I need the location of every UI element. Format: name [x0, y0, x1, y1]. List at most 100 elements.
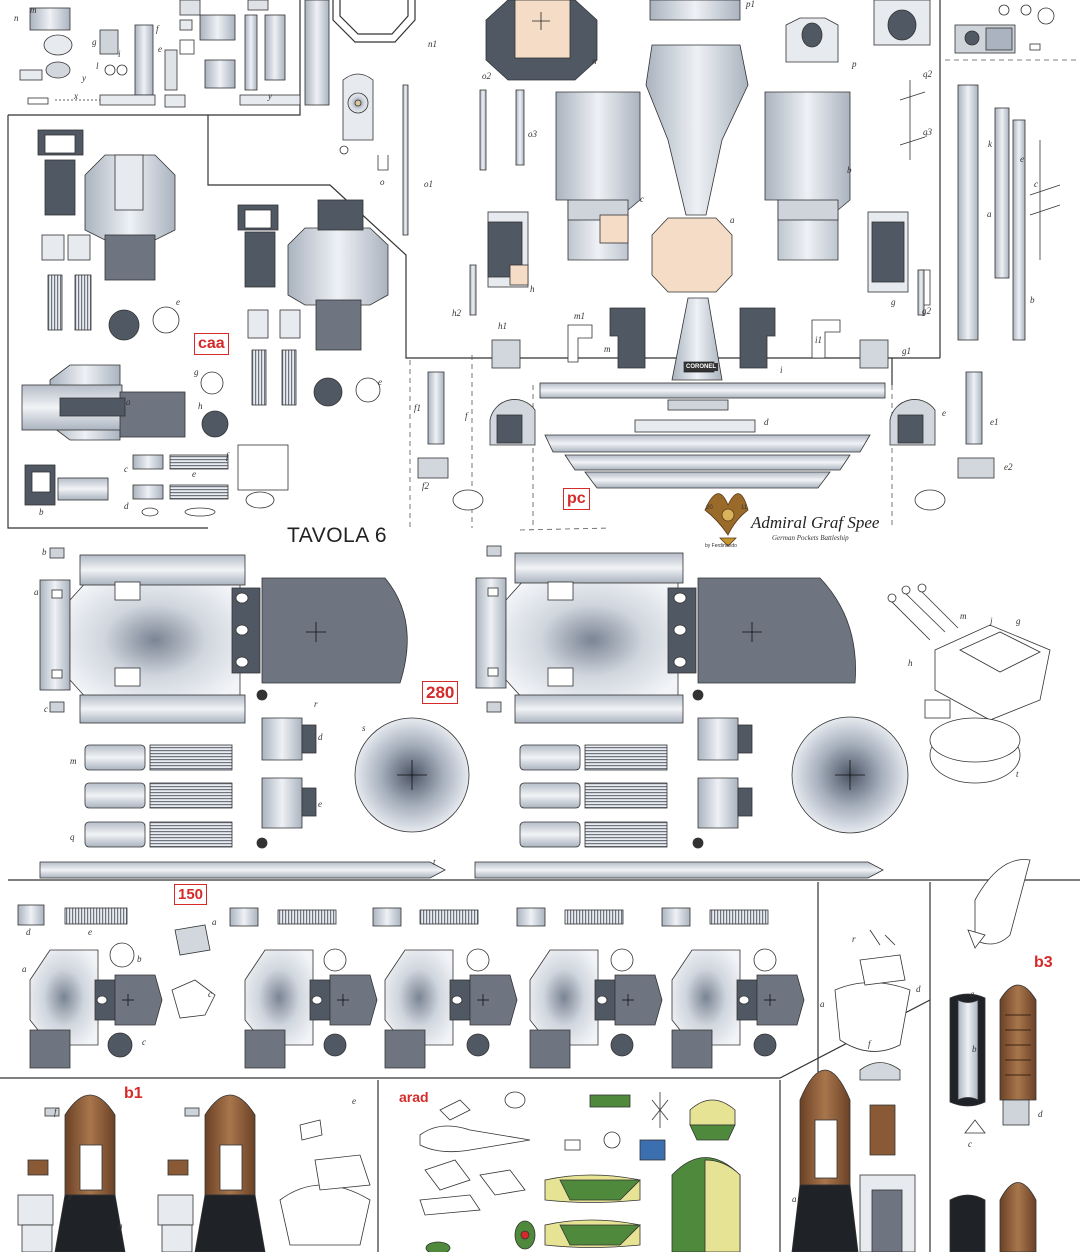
- sheet-title: TAVOLA 6: [287, 524, 388, 547]
- tag-b3: b3: [1034, 954, 1053, 971]
- label-i: i: [780, 365, 783, 375]
- label-h: h: [530, 284, 535, 294]
- label-b: b: [847, 165, 852, 175]
- label-h-turret: h: [908, 658, 913, 668]
- label-g: g: [891, 297, 896, 307]
- label-f-tl: f: [156, 24, 159, 34]
- label-e-150: e: [88, 927, 92, 937]
- tag-150: 150: [174, 884, 208, 905]
- label-o3: o3: [528, 129, 537, 139]
- logo-eagle-emblem: [704, 493, 749, 547]
- label-s: s: [362, 723, 366, 733]
- label-e-b1-sketch: e: [352, 1096, 356, 1106]
- label-f-boat: f: [868, 1039, 871, 1049]
- label-i-tl: i: [118, 49, 121, 59]
- tag-arad: arad: [399, 1089, 429, 1105]
- label-e1: e1: [990, 417, 999, 427]
- label-g-turret: g: [1016, 616, 1021, 626]
- tag-280: 280: [422, 681, 459, 704]
- label-b-150: b: [137, 954, 142, 964]
- label-b-right: b: [1030, 295, 1035, 305]
- label-g1: g1: [902, 346, 911, 356]
- logo-subtitle: German Pockets Battleship: [772, 534, 849, 542]
- tag-pc: pc: [563, 488, 590, 510]
- label-e: e: [942, 408, 946, 418]
- superstructure-center: [645, 44, 749, 381]
- superstructure-wing-left: [487, 91, 641, 288]
- label-n: n: [592, 56, 597, 66]
- superstructure-wing-right: [764, 91, 909, 293]
- label-b-caa: b: [39, 507, 44, 517]
- masts-left: [377, 84, 525, 236]
- arad-aircraft-parts: [425, 1092, 741, 1252]
- label-a-150-sketch: a: [212, 917, 217, 927]
- bracket-with-disc: [339, 73, 374, 155]
- deck-strips: [539, 382, 886, 489]
- label-a-caa: a: [126, 397, 131, 407]
- label-m-tl: m: [30, 5, 37, 15]
- label-c: c: [640, 194, 644, 204]
- label-c-150: c: [142, 1037, 146, 1047]
- label-t: t: [1016, 769, 1019, 779]
- label-a-150: a: [22, 964, 27, 974]
- top-center-outlines: [332, 0, 416, 43]
- caa-parts: [21, 129, 389, 517]
- label-x: x: [74, 91, 78, 101]
- label-d-b3: d: [1038, 1109, 1043, 1119]
- label-d-280: d: [318, 732, 323, 742]
- label-d-caa: d: [124, 501, 129, 511]
- mid-bracket-parts: [469, 264, 925, 369]
- turret-280-barrels-left: [84, 689, 470, 849]
- label-o2: o2: [482, 71, 491, 81]
- label-h1: h1: [498, 321, 507, 331]
- turret-280-right: [475, 545, 856, 724]
- label-a-280: a: [34, 587, 39, 597]
- label-d: d: [764, 417, 769, 427]
- label-h-caa: h: [198, 401, 203, 411]
- boat-b1-sketch: [279, 1119, 371, 1246]
- label-o1: o1: [424, 179, 433, 189]
- label-c-150-sketch: c: [208, 989, 212, 999]
- label-e2: e2: [1004, 462, 1013, 472]
- label-d-sketch: d: [916, 984, 921, 994]
- pc-side-turrets: [417, 371, 995, 511]
- label-q3: q3: [923, 127, 932, 137]
- label-m-280: m: [70, 756, 77, 766]
- label-g-caa: g: [194, 367, 199, 377]
- label-m1: m1: [574, 311, 585, 321]
- boat-b3-parts: [949, 984, 1037, 1252]
- label-f-b1: f: [54, 1107, 57, 1117]
- label-f1: f1: [414, 403, 422, 413]
- turret-280-left: [39, 547, 408, 724]
- section-150-parts: [17, 904, 769, 1019]
- label-a: a: [730, 215, 735, 225]
- label-g2: g2: [922, 306, 931, 316]
- label-y: y: [268, 91, 272, 101]
- badge-coronel: CORONEL: [684, 363, 718, 371]
- boat-sketch-b3: [967, 859, 1031, 949]
- label-d-150: d: [26, 927, 31, 937]
- octagon-tower: [485, 0, 598, 81]
- label-f: f: [465, 411, 468, 421]
- long-strips-280: [39, 861, 884, 879]
- label-c-b3: c: [968, 1139, 972, 1149]
- label-p1: p1: [746, 0, 755, 9]
- label-a-boat: a: [792, 1194, 797, 1204]
- label-t-280: t: [433, 857, 436, 867]
- label-m-turret: m: [960, 611, 967, 621]
- label-i1: i1: [815, 335, 823, 345]
- label-c-280: c: [44, 704, 48, 714]
- label-n1: n1: [428, 39, 437, 49]
- turret-150-group: [29, 942, 805, 1069]
- label-n-tl: n: [14, 13, 19, 23]
- label-e-tl: e: [158, 44, 162, 54]
- tag-b1: b1: [124, 1085, 143, 1102]
- label-b-280: b: [42, 547, 47, 557]
- boat-sketch-small: [834, 929, 911, 1052]
- arad-sketch: [419, 1091, 531, 1216]
- logo-credit: by Ferdinando: [705, 543, 737, 549]
- label-f-caa: f: [226, 451, 229, 461]
- label-a-right: a: [987, 209, 992, 219]
- label-k-right: k: [988, 139, 992, 149]
- label-a-b1: a: [118, 1221, 123, 1231]
